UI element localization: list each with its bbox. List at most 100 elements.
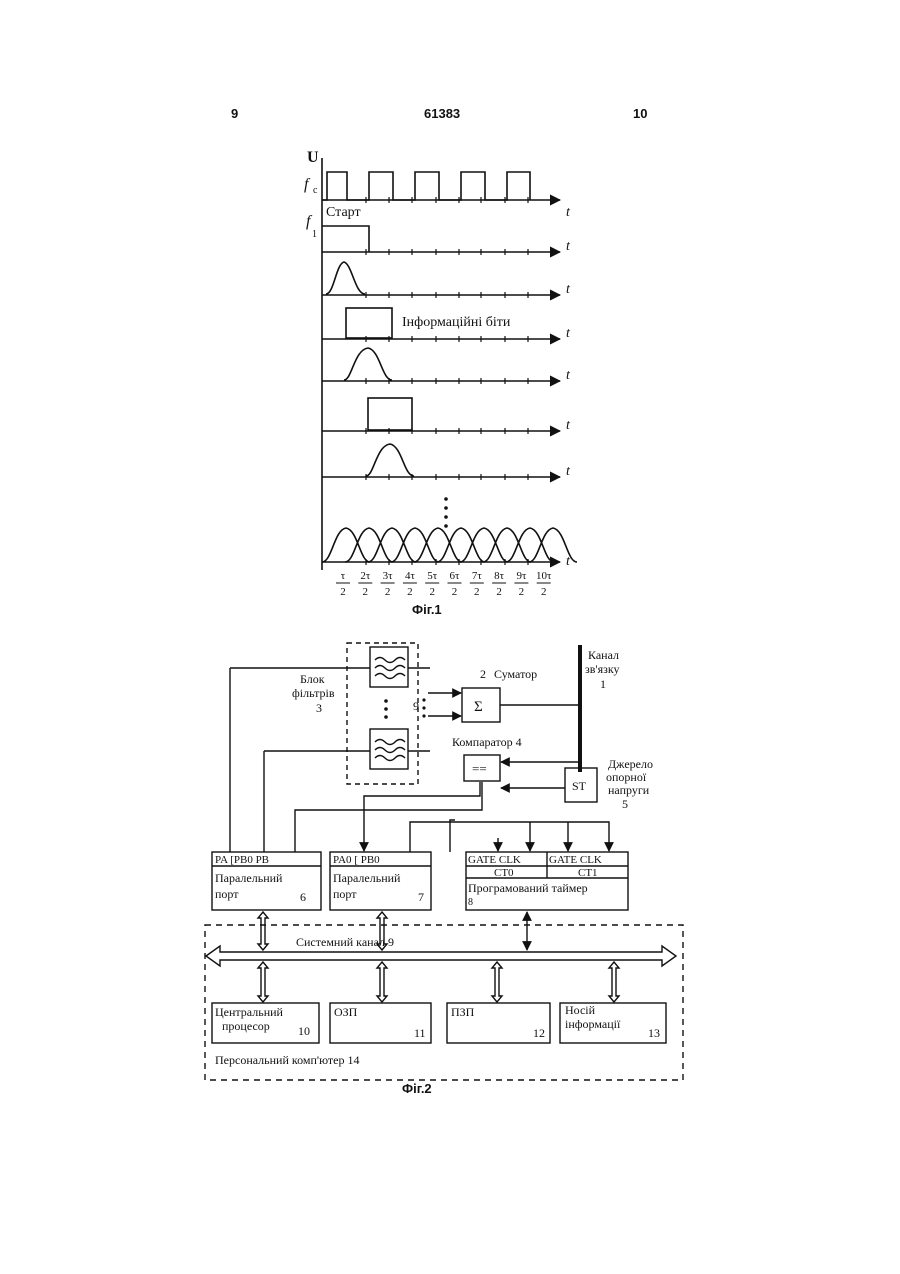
- bus-connector-arrow: [377, 962, 387, 1002]
- port6-pins: PA [PB0 PB: [215, 854, 269, 866]
- channel-label-1: Канал: [588, 648, 619, 662]
- cpu-label-2: процесор: [222, 1019, 270, 1033]
- fig1-bell-2: [344, 348, 392, 380]
- fig1-fc-label: f: [304, 176, 311, 193]
- ram-num: 11: [414, 1026, 426, 1040]
- bus-connector-arrow: [258, 962, 268, 1002]
- bus-connector-arrow: [609, 962, 619, 1002]
- channel-num: 1: [600, 677, 606, 691]
- tick-denominator: 2: [541, 586, 547, 598]
- ref-source-symbol: ST: [572, 779, 587, 793]
- sigma-icon: Σ: [474, 699, 483, 715]
- ram-label: ОЗП: [334, 1005, 358, 1019]
- wire-comparator-port7: [364, 782, 480, 851]
- timer-ct0: CT0: [494, 867, 514, 879]
- port6-label-1: Паралельний: [215, 871, 283, 885]
- t-label: t: [566, 205, 571, 220]
- filter-block-label-1: Блок: [300, 672, 325, 686]
- fig1-time-axes: [322, 197, 560, 565]
- tick-denominator: 2: [474, 586, 480, 598]
- port7-num: 7: [418, 890, 424, 904]
- cpu-label-1: Центральний: [215, 1005, 284, 1019]
- t-label: t: [566, 239, 571, 254]
- fig1-clock-pulses: [322, 172, 530, 200]
- adder-num: 2: [480, 667, 486, 681]
- t-label: t: [566, 464, 571, 479]
- timer-ct1: CT1: [578, 867, 598, 879]
- tick-numerator: 7τ: [472, 570, 483, 582]
- fig1-t-labels: tttttttt: [566, 205, 571, 569]
- ref-source-label-1: Джерело: [608, 757, 653, 771]
- filter-dots: [384, 699, 388, 719]
- wire-port6-comparator: [295, 782, 482, 852]
- filter-block-label-2: фільтрів: [292, 686, 335, 700]
- tick-denominator: 2: [407, 586, 413, 598]
- tick-numerator: 9τ: [516, 570, 527, 582]
- cpu-num: 10: [298, 1024, 310, 1038]
- equals-icon: ==: [472, 761, 487, 776]
- fig1-u-label: U: [307, 149, 319, 166]
- tick-denominator: 2: [363, 586, 369, 598]
- port7-label-1: Паралельний: [333, 871, 401, 885]
- fig1-caption: Фіг.1: [412, 602, 442, 617]
- timer-pins-1: GATE CLK: [468, 854, 521, 866]
- rom-label: ПЗП: [451, 1005, 475, 1019]
- fig1-f1-sub: 1: [312, 229, 317, 240]
- tick-numerator: 2τ: [360, 570, 371, 582]
- bus-connector-arrow: [258, 912, 268, 950]
- bus-connector-arrow: [492, 962, 502, 1002]
- port6-num: 6: [300, 890, 306, 904]
- tick-denominator: 2: [340, 586, 346, 598]
- t-label: t: [566, 418, 571, 433]
- timer-num: 8: [468, 897, 473, 908]
- filter-block-num: 3: [316, 701, 322, 715]
- storage-num: 13: [648, 1026, 660, 1040]
- fig1-bell-1: [326, 262, 365, 294]
- t-label: t: [566, 368, 571, 383]
- fig1-ellipsis-dots: [444, 497, 448, 528]
- fig1-fc-sub: c: [313, 185, 318, 196]
- fig1-start-label: Старт: [326, 205, 361, 220]
- pc-label: Персональний комп'ютер 14: [215, 1053, 359, 1067]
- ref-source-label-3: напруги: [608, 783, 650, 797]
- fig1-bell-3: [366, 444, 414, 476]
- port7-pins: PA0 [ PB0: [333, 854, 380, 866]
- port7-label-2: порт: [333, 887, 357, 901]
- tick-denominator: 2: [496, 586, 502, 598]
- adder-label: Суматор: [494, 667, 537, 681]
- system-bus-arrow: [206, 946, 676, 966]
- timer-label: Програмований таймер: [468, 881, 588, 895]
- storage-label-2: інформації: [565, 1017, 621, 1031]
- t-label: t: [566, 326, 571, 341]
- tick-numerator: 10τ: [536, 570, 552, 582]
- tick-numerator: 4τ: [405, 570, 416, 582]
- fig1-start-pulse: [322, 226, 369, 252]
- tick-denominator: 2: [429, 586, 435, 598]
- fig2-caption: Фіг.2: [402, 1081, 432, 1096]
- tick-numerator: 5τ: [427, 570, 438, 582]
- ref-source-label-2: опорної: [606, 770, 647, 784]
- filter-1-wave-icon: [375, 658, 405, 679]
- storage-label-1: Носій: [565, 1003, 596, 1017]
- timer-pins-2: GATE CLK: [549, 854, 602, 866]
- tick-numerator: 3τ: [383, 570, 394, 582]
- tick-denominator: 2: [385, 586, 391, 598]
- fig1-info-bit-2: [368, 398, 412, 430]
- bus-label: Системний канал 9: [296, 935, 394, 949]
- ref-source-num: 5: [622, 797, 628, 811]
- tick-numerator: τ: [341, 570, 346, 582]
- t-label: t: [566, 282, 571, 297]
- tick-denominator: 2: [452, 586, 458, 598]
- filter-2-wave-icon: [375, 740, 405, 761]
- comparator-label: Компаратор 4: [452, 735, 522, 749]
- tick-numerator: 8τ: [494, 570, 505, 582]
- port6-label-2: порт: [215, 887, 239, 901]
- filter-count-label: 9: [413, 699, 419, 713]
- fig1-overlapping-bells: [322, 528, 577, 562]
- rom-num: 12: [533, 1026, 545, 1040]
- tick-denominator: 2: [519, 586, 525, 598]
- fig1-info-bits-label: Інформаційні біти: [402, 315, 511, 330]
- channel-label-2: зв'язку: [585, 662, 620, 676]
- fig1-info-bit-1: [346, 308, 392, 338]
